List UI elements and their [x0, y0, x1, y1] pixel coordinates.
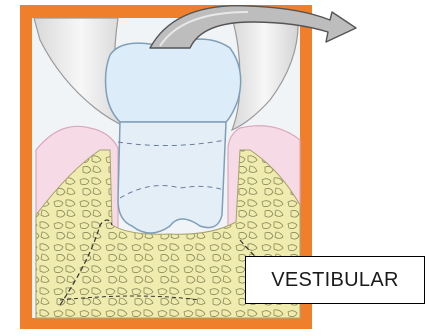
vestibular-label: VESTIBULAR: [245, 256, 425, 304]
tooth-crown: [106, 39, 241, 122]
tooth-root: [118, 122, 226, 233]
